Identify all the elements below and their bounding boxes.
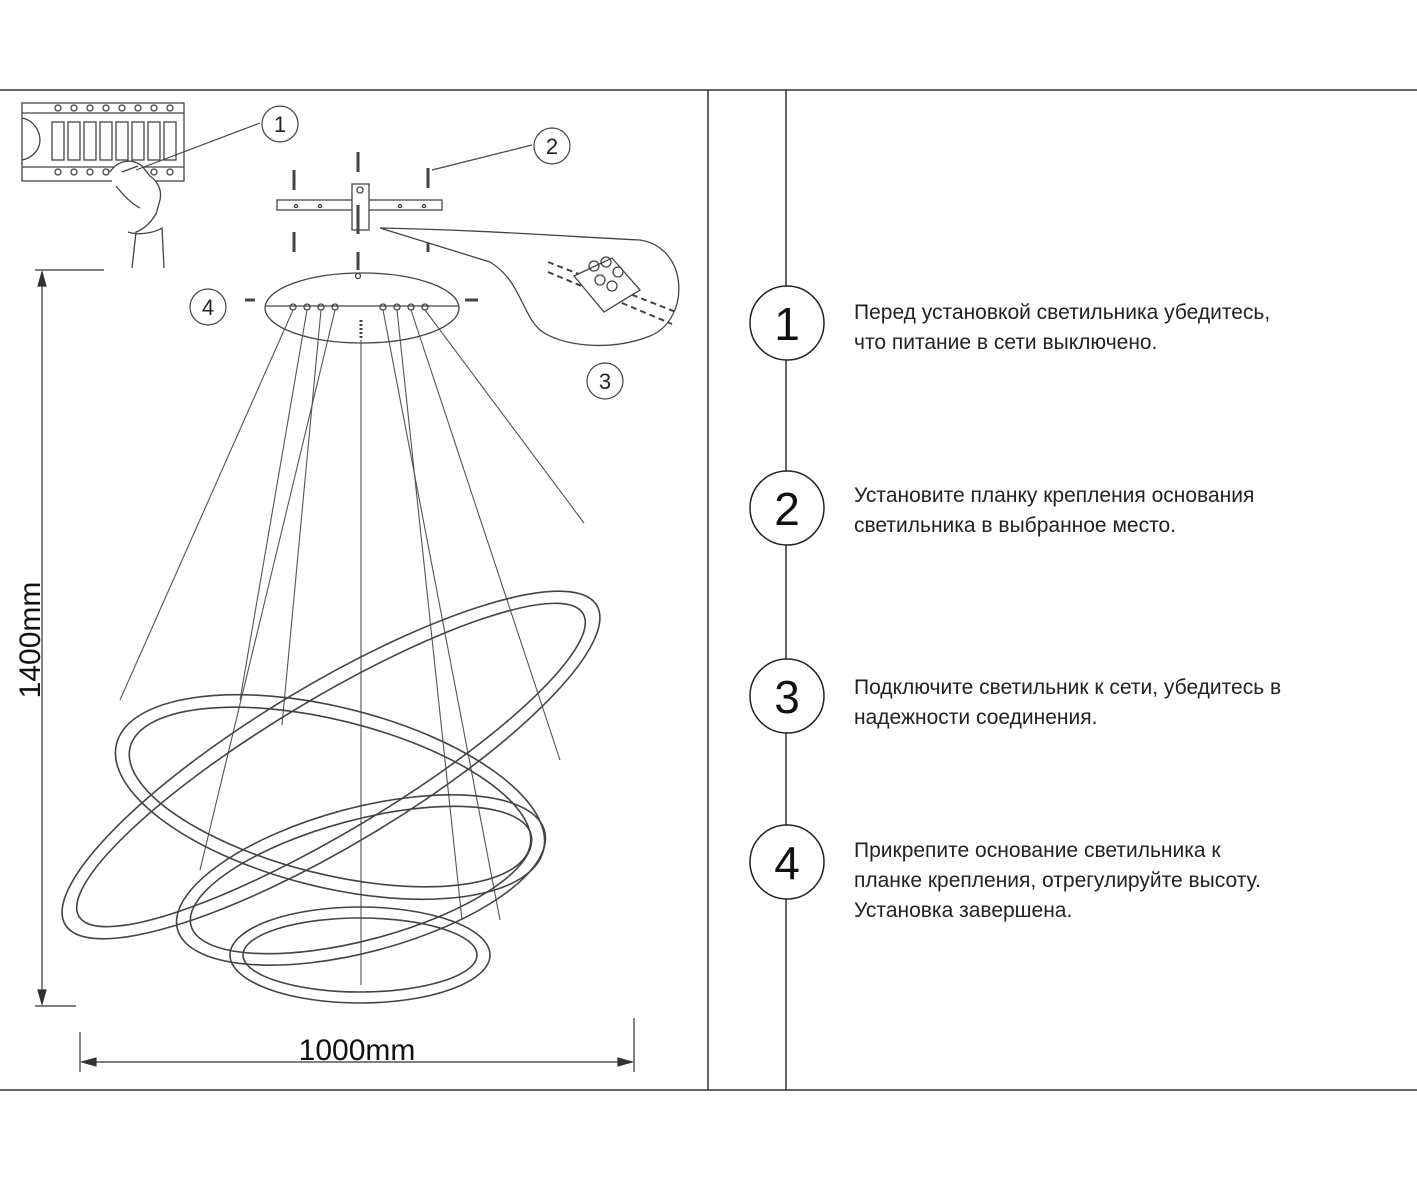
- medium-ring: [114, 693, 546, 901]
- suspension-wire: [410, 309, 561, 761]
- step-3-line-1: Подключите светильник к сети, убедитесь …: [854, 676, 1282, 699]
- breaker-terminal: [102, 168, 110, 176]
- width-dimension: [79, 1018, 635, 1072]
- height-dimension-label: 1400mm: [14, 582, 47, 699]
- callout-3: 3: [586, 362, 624, 400]
- callout-3-label: 3: [599, 369, 611, 394]
- breaker-switch: [51, 121, 65, 161]
- step-1-line-1: Перед установкой светильника убедитесь,: [854, 301, 1271, 324]
- callout-1-label: 1: [274, 112, 286, 137]
- breaker-switch: [115, 121, 129, 161]
- step-4-number: 4: [774, 837, 800, 889]
- breaker-terminal: [150, 104, 158, 112]
- suspension-wire: [396, 309, 463, 921]
- breaker-terminal: [150, 168, 158, 176]
- suspension-wire: [382, 309, 501, 921]
- breaker-terminal: [134, 104, 142, 112]
- breaker-switch: [83, 121, 97, 161]
- breaker-terminal: [86, 168, 94, 176]
- height-dimension: [35, 269, 104, 1007]
- breaker-terminal: [70, 104, 78, 112]
- chandelier-diagram: [21, 102, 680, 1004]
- step-marker-3: 3: [749, 658, 825, 734]
- breaker-switch: [163, 121, 177, 161]
- breaker-switch: [131, 121, 145, 161]
- suspension-wire: [424, 309, 585, 524]
- smallest-ring: [229, 906, 491, 1004]
- breaker-terminal: [166, 104, 174, 112]
- step-2-line-2: светильника в выбранное место.: [854, 514, 1176, 537]
- callout-4: 4: [189, 288, 227, 326]
- callout-4-label: 4: [202, 295, 214, 320]
- breaker-switch: [147, 121, 161, 161]
- width-dimension-label: 1000mm: [299, 1034, 416, 1067]
- suspension-wire: [119, 309, 294, 701]
- breaker-terminal: [70, 168, 78, 176]
- step-2-text: Установите планку крепления основания св…: [854, 481, 1374, 541]
- ceiling-canopy: [245, 252, 478, 344]
- step-marker-4: 4: [749, 824, 825, 900]
- suspension-wire: [281, 309, 322, 726]
- suspension-wire: [239, 309, 308, 701]
- step-4-line-2: планке крепления, отрегулируйте высоту.: [854, 869, 1261, 892]
- breaker-terminal: [54, 168, 62, 176]
- suspension-wire: [199, 309, 336, 871]
- step-4-line-1: Прикрепите основание светильника к: [854, 839, 1221, 862]
- suspension-wires: [119, 309, 585, 985]
- callout-2-label: 2: [546, 134, 558, 159]
- large-ring: [61, 590, 601, 940]
- breaker-terminal: [54, 104, 62, 112]
- small-ring: [175, 794, 547, 966]
- step-2-number: 2: [774, 483, 800, 535]
- step-3-text: Подключите светильник к сети, убедитесь …: [854, 673, 1374, 733]
- breaker-terminal: [166, 168, 174, 176]
- step-2-line-1: Установите планку крепления основания: [854, 484, 1255, 507]
- step-marker-1: 1: [749, 285, 825, 361]
- breaker-panel-illustration: [21, 102, 185, 269]
- breaker-terminal: [86, 104, 94, 112]
- step-4-line-3: Установка завершена.: [854, 899, 1073, 922]
- step-3-line-2: надежности соединения.: [854, 706, 1098, 729]
- step-1-text: Перед установкой светильника убедитесь, …: [854, 298, 1374, 358]
- step-3-number: 3: [774, 671, 800, 723]
- terminal-block-detail: [379, 227, 680, 346]
- breaker-switch: [99, 121, 113, 161]
- step-1-line-2: что питание в сети выключено.: [854, 331, 1158, 354]
- breaker-terminal: [118, 104, 126, 112]
- step-marker-2: 2: [749, 470, 825, 546]
- breaker-switch: [67, 121, 81, 161]
- step-1-number: 1: [774, 298, 800, 350]
- callout-2: 2: [431, 127, 571, 171]
- callout-1: 1: [135, 105, 299, 171]
- step-4-text: Прикрепите основание светильника к планк…: [854, 836, 1374, 926]
- breaker-terminal: [102, 104, 110, 112]
- mounting-bracket-illustration: [276, 152, 443, 252]
